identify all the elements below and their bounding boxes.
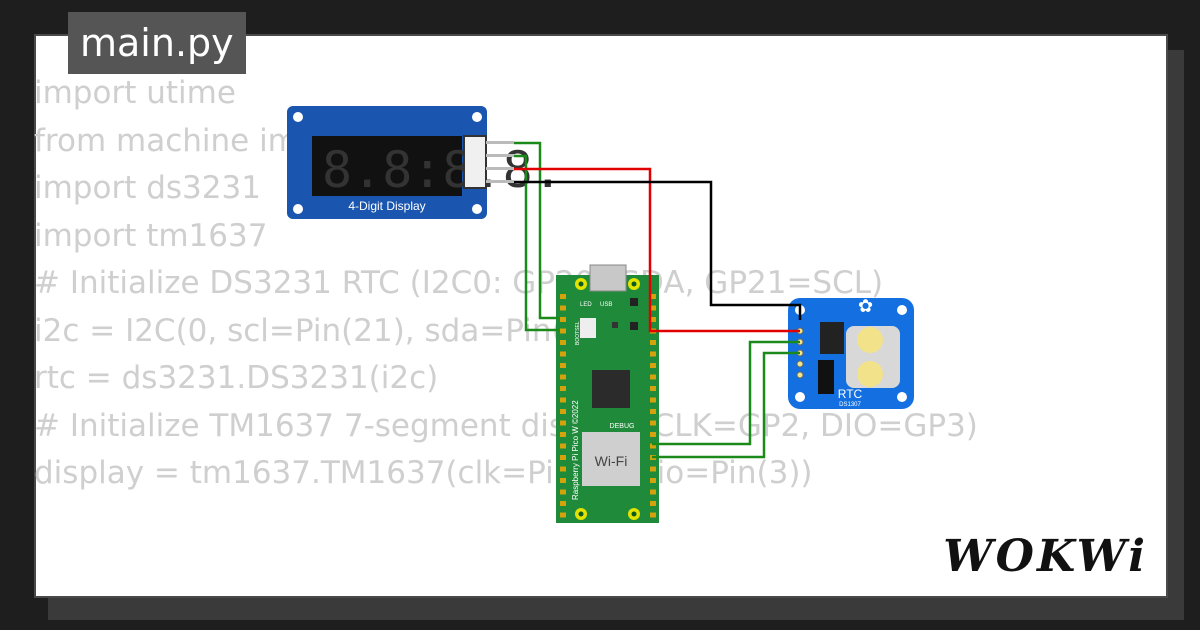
pico-pin[interactable] (650, 501, 656, 506)
pico-pin[interactable] (650, 351, 656, 357)
pico-pin[interactable] (560, 374, 566, 380)
wifi-label: Wi-Fi (595, 453, 628, 469)
pico-pin[interactable] (560, 305, 566, 311)
pico-pin[interactable] (560, 466, 566, 472)
pico-pin[interactable] (650, 374, 656, 380)
pico-pin[interactable] (560, 432, 566, 437)
bootsel-label: BOOTSEL (575, 321, 581, 345)
led-label: LED (580, 302, 592, 308)
pico-pin[interactable] (650, 317, 656, 322)
pico-pin[interactable] (650, 432, 656, 437)
file-tab[interactable]: main.py (68, 12, 246, 74)
pico-w-board[interactable]: Wi-Fi DEBUG LED USB Raspberry Pi Pico W … (556, 264, 659, 523)
pico-pin[interactable] (560, 501, 566, 506)
pico-pin[interactable] (560, 489, 566, 495)
code-line: import ds3231 (34, 170, 261, 206)
pico-pin[interactable] (650, 478, 656, 483)
pico-pin[interactable] (650, 305, 656, 311)
pico-pin[interactable] (560, 443, 566, 449)
usb-label: USB (600, 302, 612, 308)
pico-pin[interactable] (560, 420, 566, 426)
code-line: import utime (34, 75, 236, 111)
wires (514, 141, 802, 459)
pico-pin[interactable] (650, 294, 656, 299)
pico-pin[interactable] (650, 489, 656, 495)
pico-pin[interactable] (560, 386, 566, 391)
pico-pin[interactable] (650, 386, 656, 391)
pico-pin[interactable] (560, 397, 566, 403)
pico-pin[interactable] (650, 443, 656, 449)
code-line: import tm1637 (34, 217, 268, 254)
rtc-module[interactable]: ✿ RTC DS1307 (788, 296, 914, 409)
pico-pin[interactable] (560, 328, 566, 334)
pico-pin[interactable] (560, 455, 566, 460)
pico-pin[interactable] (650, 512, 656, 518)
rtc-label: RTC (838, 387, 863, 401)
pico-pin[interactable] (650, 420, 656, 426)
pico-pin[interactable] (560, 340, 566, 345)
pico-pin[interactable] (560, 294, 566, 299)
pico-pin[interactable] (560, 512, 566, 518)
pico-pin[interactable] (650, 409, 656, 414)
pico-pin[interactable] (650, 466, 656, 472)
display-label: 4-Digit Display (348, 199, 425, 213)
board-label: Raspberry Pi Pico W ©2022 (571, 400, 580, 500)
code-line: display = tm1637.TM1637(clk=Pin(2), dio=… (34, 455, 813, 491)
pico-pin[interactable] (650, 340, 656, 345)
pico-pin[interactable] (650, 363, 656, 368)
code-line: rtc = ds3231.DS3231(i2c) (34, 360, 439, 396)
debug-label: DEBUG (610, 423, 635, 430)
adafruit-flower-icon: ✿ (858, 296, 873, 317)
pico-pin[interactable] (560, 409, 566, 414)
pico-pin[interactable] (560, 363, 566, 368)
tm1637-display[interactable]: 8.8:8.8. 4-Digit Display (287, 106, 563, 219)
pico-pin[interactable] (650, 397, 656, 403)
wokwi-logo[interactable]: WOKWi (943, 531, 1148, 582)
pico-pin[interactable] (560, 317, 566, 322)
pico-pin[interactable] (560, 478, 566, 483)
rtc-chip-label: DS1307 (839, 402, 861, 408)
pico-pin[interactable] (560, 351, 566, 357)
